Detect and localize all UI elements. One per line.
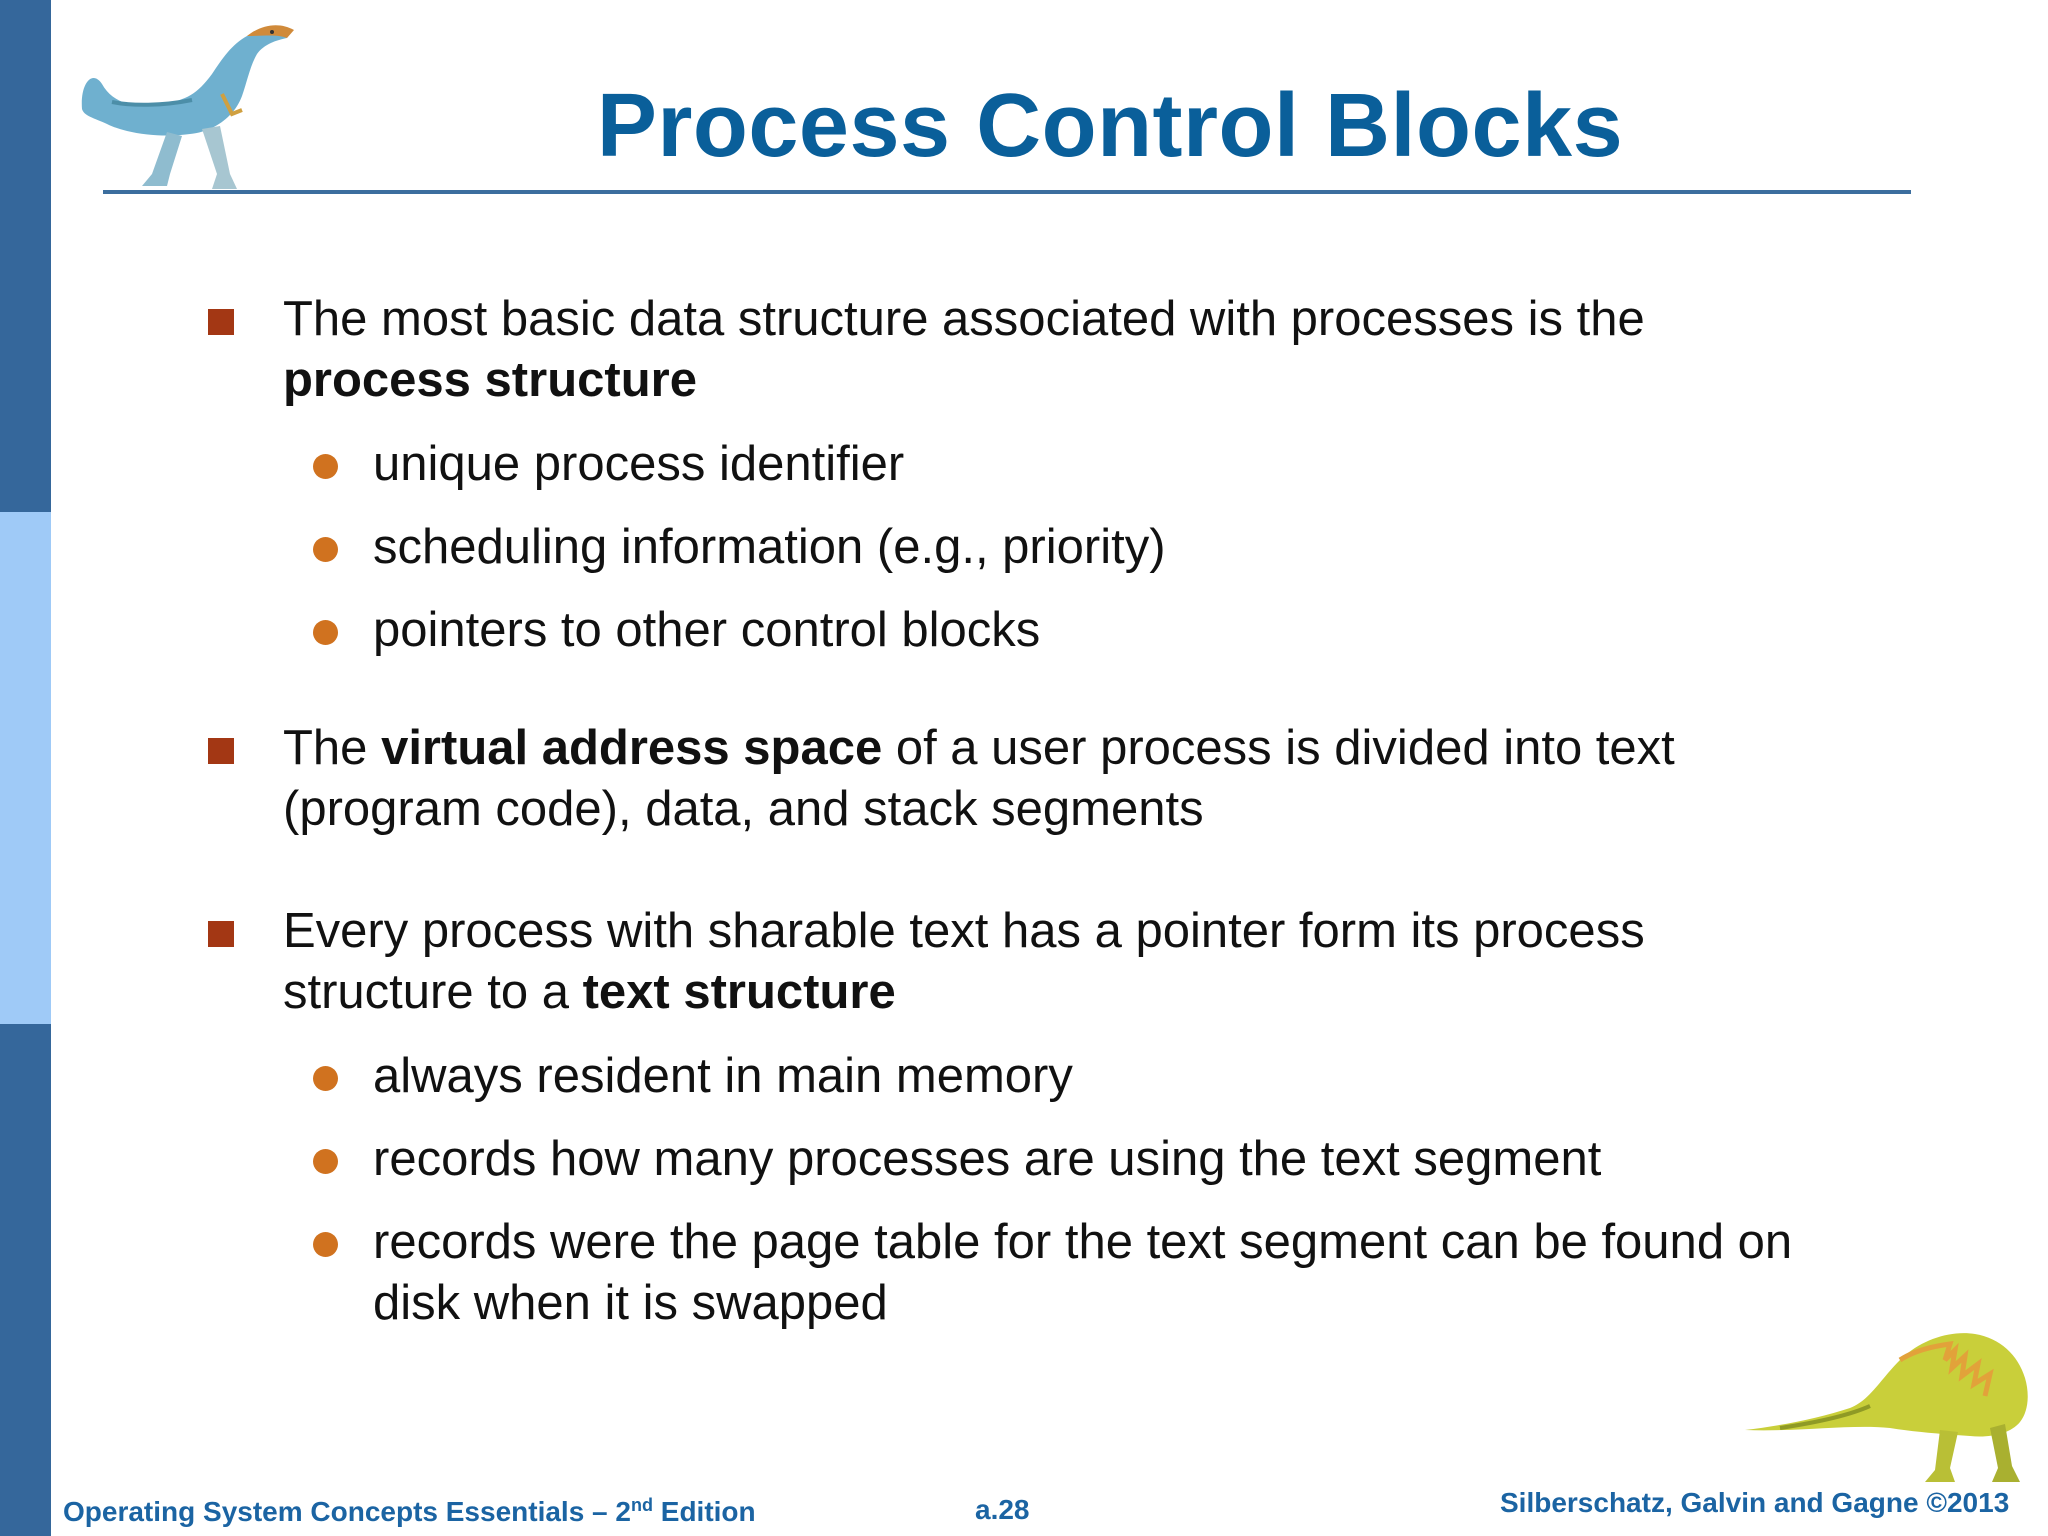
square-bullet-icon <box>208 921 234 947</box>
round-bullet-icon <box>313 1149 338 1174</box>
bullet-virtual-address-space: The virtual address space of a user proc… <box>208 718 1843 840</box>
list-item: scheduling information (e.g., priority) <box>313 517 1813 578</box>
round-bullet-icon <box>313 1232 338 1257</box>
bullet-process-structure: The most basic data structure associated… <box>208 289 1843 411</box>
footer-book-title: Operating System Concepts Essentials – 2… <box>63 1495 756 1527</box>
list-item: unique process identifier <box>313 434 1813 495</box>
list-item: pointers to other control blocks <box>313 600 1813 661</box>
bullet-text-structure: Every process with sharable text has a p… <box>208 901 1843 1023</box>
side-bar-bottom <box>0 1024 51 1536</box>
round-bullet-icon <box>313 620 338 645</box>
round-bullet-icon <box>313 454 338 479</box>
side-bar-middle <box>0 512 51 1024</box>
round-bullet-icon <box>313 537 338 562</box>
side-bar-top <box>0 0 51 512</box>
dinosaur-top-icon <box>81 25 294 189</box>
title-divider <box>103 190 1911 194</box>
footer-authors: Silberschatz, Galvin and Gagne ©2013 <box>1500 1487 2010 1518</box>
footer-page-number: a.28 <box>975 1494 1030 1525</box>
list-item: always resident in main memory <box>313 1046 1813 1107</box>
square-bullet-icon <box>208 309 234 335</box>
square-bullet-icon <box>208 738 234 764</box>
list-item: records were the page table for the text… <box>313 1212 1813 1334</box>
round-bullet-icon <box>313 1066 338 1091</box>
dinosaur-bottom-icon <box>1745 1333 2028 1482</box>
list-item: records how many processes are using the… <box>313 1129 1813 1190</box>
page-title: Process Control Blocks <box>596 76 1624 176</box>
